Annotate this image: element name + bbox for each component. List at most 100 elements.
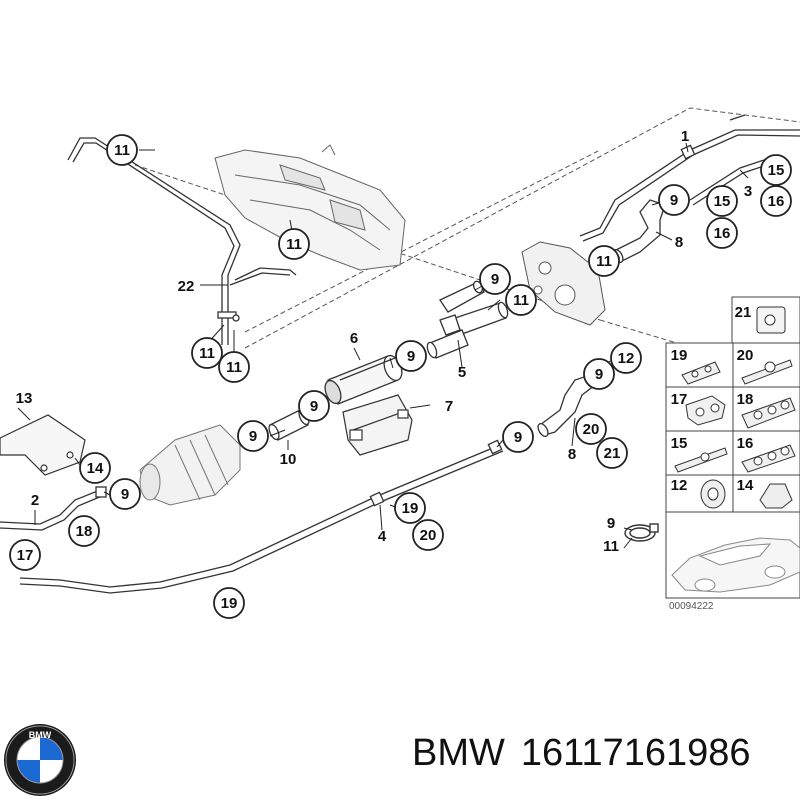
legend-label: 19 [671,347,688,364]
svg-text:9: 9 [670,192,678,209]
callout: 19 [394,492,426,524]
svg-text:9: 9 [595,366,603,383]
callout: 9 [583,358,615,390]
part-number: 16117161986 [520,732,751,774]
svg-text:17: 17 [17,547,34,564]
callouts: 11 11 22 11 11 1 15 3 16 9 15 16 8 11 9 … [9,128,792,619]
legend-label: 14 [737,477,754,494]
svg-text:9: 9 [407,348,415,365]
callout-label: 22 [178,278,195,295]
callout: 19 [213,587,245,619]
callout: 11 [505,284,537,316]
clip-16-icon [741,444,796,473]
callout: 11 [106,134,138,166]
callout-label: 6 [350,330,358,347]
clip-17-icon [685,395,726,426]
svg-text:15: 15 [768,162,785,179]
hose-clamp-icon [624,523,659,542]
callout: 18 [68,515,100,547]
brand-name: BMW [412,732,505,774]
svg-text:9: 9 [249,428,257,445]
diagram-part-code: 00094222 [669,601,714,612]
svg-text:16: 16 [714,225,731,242]
svg-text:19: 19 [221,595,238,612]
t-piece-5-drawing [426,280,509,359]
svg-text:9: 9 [121,486,129,503]
dashed-reference-lines [134,107,800,381]
callout-label: 10 [280,451,297,468]
callout: 11 [588,245,620,277]
clip-18-icon [741,397,796,429]
fuel-filter-6-drawing [324,354,403,405]
callout: 9 [395,340,427,372]
callout-label: 2 [31,492,39,509]
pipe-2-17-drawing [0,486,107,531]
svg-text:20: 20 [420,527,437,544]
callout: 9 [237,420,269,452]
legend-label: 15 [671,435,688,452]
callout: 11 [278,228,310,260]
clip-19-icon [681,361,721,385]
parts-legend: 21 19 20 17 18 [603,296,800,612]
callout: 20 [412,519,444,551]
svg-text:11: 11 [199,345,215,362]
svg-text:21: 21 [604,445,621,462]
svg-text:9: 9 [514,429,522,446]
svg-text:11: 11 [226,359,242,376]
legend-label: 20 [737,347,754,364]
svg-text:19: 19 [402,500,419,517]
legend-label: 18 [737,391,754,408]
callout-label: 8 [675,234,683,251]
callout: 16 [706,217,738,249]
legend-label: 9 [607,515,615,532]
callout: 9 [298,390,330,422]
svg-text:16: 16 [768,193,785,210]
callout: 21 [596,437,628,469]
callout: 9 [658,184,690,216]
clip-20-icon [741,359,793,385]
car-silhouette-icon [671,537,800,593]
callout: 15 [760,154,792,186]
legend-label: 12 [671,477,688,494]
pipe-4-19-drawing [19,439,504,594]
callout-label: 3 [744,183,752,200]
legend-label: 21 [735,304,752,321]
bracket-7-drawing [342,394,413,456]
callout-label: 1 [681,128,689,145]
nut-14-icon [759,483,793,509]
fuel-tank-drawing [214,144,406,271]
legend-label: 11 [603,538,619,555]
clip-21-icon [756,306,786,334]
svg-text:11: 11 [596,253,612,270]
svg-text:15: 15 [714,193,731,210]
callout-label: 13 [16,390,33,407]
svg-text:11: 11 [513,292,529,309]
callout: 12 [610,342,642,374]
callout: 15 [706,185,738,217]
part-caption: BMW 16117161986 [412,732,792,775]
callout: 14 [79,452,111,484]
callout: 9 [109,478,141,510]
fuel-pump-drawing [139,424,241,506]
legend-label: 16 [737,435,754,452]
callout-label: 4 [378,528,387,545]
callout: 20 [575,413,607,445]
callout: 17 [9,539,41,571]
heat-shield-13-drawing [0,414,86,476]
callout: 9 [479,263,511,295]
svg-text:9: 9 [310,398,318,415]
pump-bracket-drawing [521,241,606,326]
vent-line-drawing [67,137,297,345]
callout: 16 [760,185,792,217]
svg-text:9: 9 [491,271,499,288]
callout: 11 [218,351,250,383]
svg-text:20: 20 [583,421,600,438]
clip-15-icon [674,447,728,473]
bmw-logo: BMW [4,724,76,796]
grommet-12-icon [700,479,726,509]
svg-text:18: 18 [76,523,93,540]
svg-text:BMW: BMW [29,730,52,740]
callout-label: 5 [458,364,466,381]
svg-text:12: 12 [618,350,635,367]
